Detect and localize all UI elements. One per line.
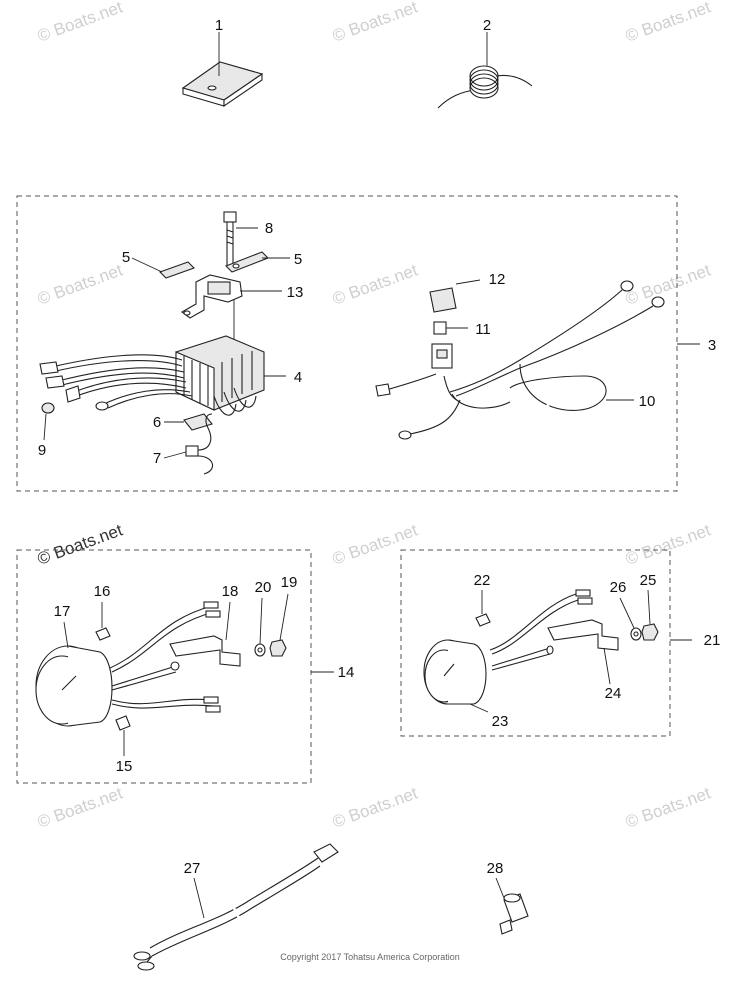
callout-19: 19 [281, 574, 298, 591]
watermark: © Boats.net [623, 520, 713, 568]
callout-25: 25 [640, 572, 657, 589]
gauge-wires-14 [109, 601, 221, 713]
part-2-coil [437, 32, 533, 109]
group-box-21 [400, 549, 671, 737]
part-8-bolt [223, 211, 258, 267]
watermark: © Boats.net [35, 520, 125, 568]
part-5-strap-right [225, 251, 290, 273]
callout-26: 26 [610, 579, 627, 596]
callout-20: 20 [255, 579, 272, 596]
callout-17: 17 [54, 603, 71, 620]
callout-1: 1 [215, 17, 223, 34]
callout-28: 28 [487, 860, 504, 877]
watermark: © Boats.net [35, 0, 125, 46]
watermark: © Boats.net [330, 520, 420, 568]
callout-11: 11 [475, 321, 491, 338]
rectifier-wires [39, 354, 193, 411]
watermark: © Boats.net [330, 783, 420, 831]
copyright-notice: Copyright 2017 Tohatsu America Corporati… [280, 952, 459, 962]
callout-5-right: 5 [294, 251, 302, 268]
part-5-strap-left [131, 257, 196, 279]
part-6-pad [164, 413, 213, 431]
part-27-cable [133, 843, 339, 971]
part-26-washer [619, 597, 642, 641]
callout-9: 9 [38, 442, 46, 459]
part-19-nut [269, 593, 289, 657]
part-16-bulb [95, 602, 111, 641]
part-24-bracket [547, 619, 619, 685]
callout-14: 14 [338, 664, 355, 681]
callout-23: 23 [492, 713, 509, 730]
part-10-harness [375, 280, 665, 440]
watermark: © Boats.net [623, 0, 713, 46]
part-17-gauge [35, 621, 113, 727]
callout-3: 3 [708, 337, 716, 354]
watermark: © Boats.net [623, 783, 713, 831]
group-box-14 [16, 549, 312, 784]
watermark: © Boats.net [330, 260, 420, 308]
watermarks: © Boats.net © Boats.net © Boats.net © Bo… [35, 0, 713, 832]
group-box-3 [16, 195, 678, 492]
part-12-relay [429, 279, 481, 313]
callout-16: 16 [94, 583, 111, 600]
part-15-bulb [115, 715, 131, 756]
callout-24: 24 [605, 685, 622, 702]
callout-27: 27 [184, 860, 201, 877]
part-23-gauge [423, 639, 489, 713]
callout-22: 22 [474, 572, 491, 589]
part-13-bracket [181, 274, 282, 319]
callout-18: 18 [222, 583, 239, 600]
callout-21: 21 [704, 632, 721, 649]
part-20-washer [254, 597, 266, 657]
callout-labels: 1 2 3 4 5 5 6 7 8 9 10 11 12 13 14 15 16… [38, 17, 721, 877]
part-1-pad [181, 32, 264, 108]
part-22-bulb [475, 590, 491, 627]
watermark: © Boats.net [35, 260, 125, 308]
watermark: © Boats.net [330, 0, 420, 46]
callout-13: 13 [287, 284, 304, 301]
callout-6: 6 [153, 414, 161, 431]
callout-15: 15 [116, 758, 133, 775]
part-9-cap [41, 402, 55, 441]
callout-7: 7 [153, 450, 161, 467]
part-4-rectifier [175, 300, 286, 416]
callout-12: 12 [489, 271, 506, 288]
part-18-bracket [169, 601, 241, 667]
gauge-wires-21 [489, 589, 593, 671]
watermark: © Boats.net [35, 783, 125, 831]
callout-4: 4 [294, 369, 302, 386]
watermark: © Boats.net [623, 260, 713, 308]
callout-8: 8 [265, 220, 273, 237]
part-7-connector [163, 413, 214, 475]
part-11-connector [431, 321, 468, 369]
callout-5-left: 5 [122, 249, 130, 266]
part-25-nut [641, 589, 659, 641]
callout-2: 2 [483, 17, 491, 34]
part-28-fitting [495, 877, 529, 935]
callout-10: 10 [639, 393, 656, 410]
